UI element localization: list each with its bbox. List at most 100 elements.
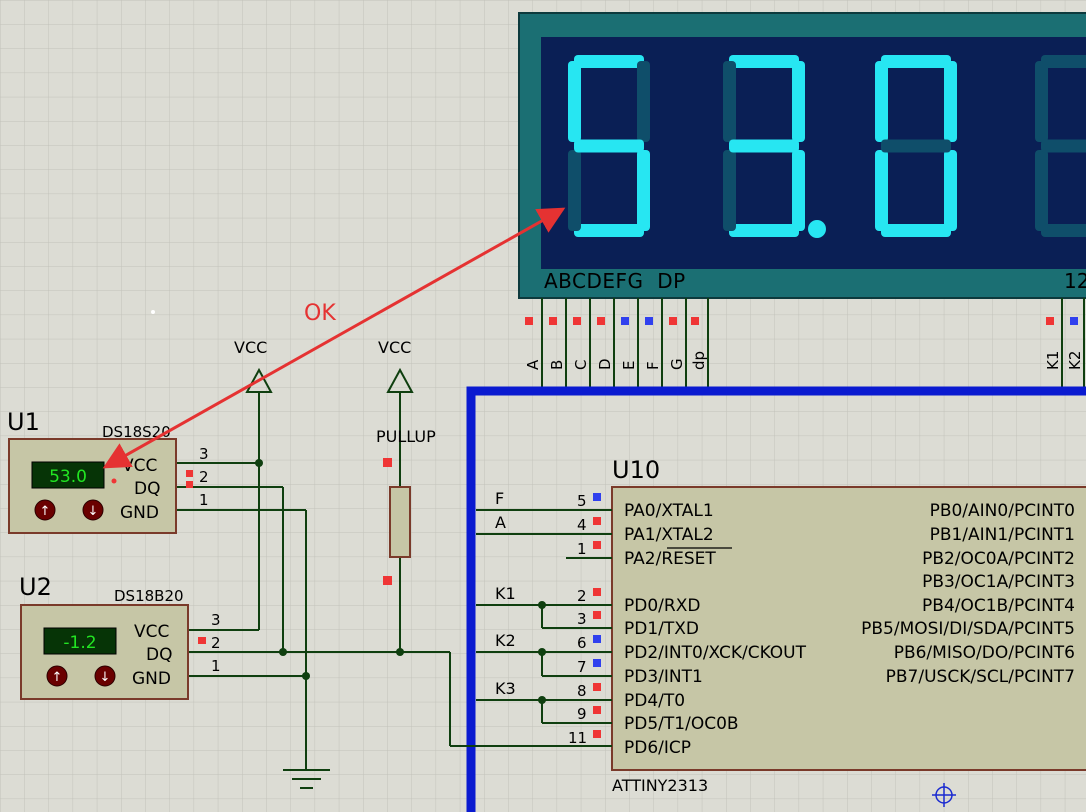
svg-text:PB2/OC0A/PCINT2: PB2/OC0A/PCINT2 [922, 549, 1075, 569]
mcu-pin-numbers: 5 4 1 2 3 6 7 8 9 11 [568, 492, 587, 747]
segment-a [574, 55, 644, 68]
svg-text:7: 7 [577, 658, 587, 676]
segment-b [637, 61, 650, 142]
svg-text:5: 5 [577, 492, 587, 510]
net-label-k3: K3 [495, 679, 516, 698]
svg-text:PD4/T0: PD4/T0 [624, 691, 685, 711]
decimal-point [808, 220, 826, 238]
resistor-body [389, 486, 411, 558]
display-pin-c: C [572, 360, 590, 370]
sensor-u2[interactable]: U2 DS18B20 -1.2 ↑ ↓ VCC DQ GND 3 2 1 [19, 573, 221, 700]
mcu-net-labels: F A K1 K2 K3 [495, 489, 516, 698]
svg-text:1: 1 [211, 657, 221, 675]
net-label-k2: K2 [495, 631, 516, 650]
mcu-ref: U10 [612, 456, 660, 484]
segment-g [574, 139, 644, 153]
segment-e [568, 150, 581, 231]
display-pin-f: F [644, 361, 662, 370]
mcu-body [611, 486, 1086, 771]
sensor-u1-reading: 53.0 [49, 467, 87, 487]
seven-segment-display[interactable]: ABCDEFG DP 12 [518, 12, 1086, 299]
pullup-label: PULLUP [376, 427, 436, 446]
segment-d [574, 224, 644, 237]
display-pin-b: B [548, 360, 566, 370]
segment-e [723, 150, 736, 231]
segment-b [792, 61, 805, 142]
display-right-label: 12 [1064, 269, 1086, 293]
mcu-u10[interactable]: U10 ATTINY2313 [611, 456, 1086, 795]
segment-e [1035, 150, 1048, 231]
arrow-down-icon: ↓ [88, 504, 99, 519]
sensor-u1-up-button[interactable]: ↑ [34, 499, 56, 521]
segment-g [729, 139, 799, 153]
vcc-label-1: VCC [234, 338, 267, 357]
sensor-u2-up-button[interactable]: ↑ [46, 665, 68, 687]
svg-text:PD2/INT0/XCK/CKOUT: PD2/INT0/XCK/CKOUT [624, 643, 807, 663]
annotation-text: OK [304, 301, 336, 326]
segment-d [1041, 224, 1086, 237]
display-pin-k2: K2 [1066, 351, 1084, 370]
net-label-k1: K1 [495, 584, 516, 603]
display-bottom-labels: ABCDEFG DP [544, 269, 686, 293]
svg-text:PB1/AIN1/PCINT1: PB1/AIN1/PCINT1 [930, 525, 1075, 545]
svg-text:1: 1 [577, 540, 587, 558]
svg-text:DQ: DQ [134, 479, 160, 499]
svg-text:PB5/MOSI/DI/SDA/PCINT5: PB5/MOSI/DI/SDA/PCINT5 [861, 619, 1075, 639]
mcu-part: ATTINY2313 [612, 776, 708, 795]
net-label-a: A [495, 513, 506, 532]
arrow-down-icon: ↓ [100, 670, 111, 685]
segment-g [881, 139, 951, 153]
display-digits [568, 55, 1086, 238]
display-pins [525, 298, 1085, 390]
segment-c [637, 150, 650, 231]
segment-f [875, 61, 888, 142]
svg-text:11: 11 [568, 729, 587, 747]
svg-text:9: 9 [577, 705, 587, 723]
svg-text:PB7/USCK/SCL/PCINT7: PB7/USCK/SCL/PCINT7 [886, 667, 1075, 687]
svg-text:PD6/ICP: PD6/ICP [624, 738, 691, 758]
display-pin-a: A [524, 359, 542, 370]
arrow-up-icon: ↑ [52, 670, 63, 685]
annotation-arrow: OK [102, 207, 566, 469]
svg-text:DQ: DQ [146, 645, 172, 665]
sensor-u2-ref: U2 [19, 573, 52, 601]
display-pin-k1: K1 [1044, 351, 1062, 370]
svg-text:PD3/INT1: PD3/INT1 [624, 667, 703, 687]
sensor-u1[interactable]: U1 DS18S20 53.0 ↑ ↓ VCC DQ GND 3 2 1 [7, 408, 209, 534]
svg-text:PD0/RXD: PD0/RXD [624, 596, 700, 616]
display-pin-dp: dp [690, 351, 708, 370]
svg-text:GND: GND [120, 503, 159, 523]
display-pin-d: D [596, 358, 614, 370]
svg-text:PD5/T1/OC0B: PD5/T1/OC0B [624, 714, 739, 734]
svg-text:8: 8 [577, 682, 587, 700]
svg-text:PA0/XTAL1: PA0/XTAL1 [624, 501, 714, 521]
svg-text:3: 3 [199, 445, 209, 463]
svg-text:PB6/MISO/DO/PCINT6: PB6/MISO/DO/PCINT6 [894, 643, 1075, 663]
svg-text:6: 6 [577, 634, 587, 652]
svg-text:PB4/OC1B/PCINT4: PB4/OC1B/PCINT4 [922, 596, 1075, 616]
mcu-left-pin-names: PA0/XTAL1 PA1/XTAL2 PA2/RESET PD0/RXD PD… [624, 501, 807, 758]
mcu-right-pin-names: PB0/AIN0/PCINT0 PB1/AIN1/PCINT1 PB2/OC0A… [861, 501, 1075, 687]
sensor-u2-reading: -1.2 [63, 633, 96, 653]
svg-text:2: 2 [577, 587, 587, 605]
svg-text:VCC: VCC [134, 622, 169, 642]
svg-text:GND: GND [132, 669, 171, 689]
sensor-u1-ref: U1 [7, 408, 40, 436]
svg-text:2: 2 [211, 634, 221, 652]
segment-a [881, 55, 951, 68]
arrow-up-icon: ↑ [40, 504, 51, 519]
svg-text:2: 2 [199, 468, 209, 486]
svg-text:4: 4 [577, 516, 587, 534]
segment-b [944, 61, 957, 142]
sensor-u1-down-button[interactable]: ↓ [82, 499, 104, 521]
sensor-u2-down-button[interactable]: ↓ [94, 665, 116, 687]
segment-f [568, 61, 581, 142]
net-label-f: F [495, 489, 504, 508]
segment-e [875, 150, 888, 231]
segment-a [1041, 55, 1086, 68]
display-pin-g: G [668, 358, 686, 370]
segment-a [729, 55, 799, 68]
svg-text:PA1/XTAL2: PA1/XTAL2 [624, 525, 714, 545]
vcc-label-2: VCC [378, 338, 411, 357]
